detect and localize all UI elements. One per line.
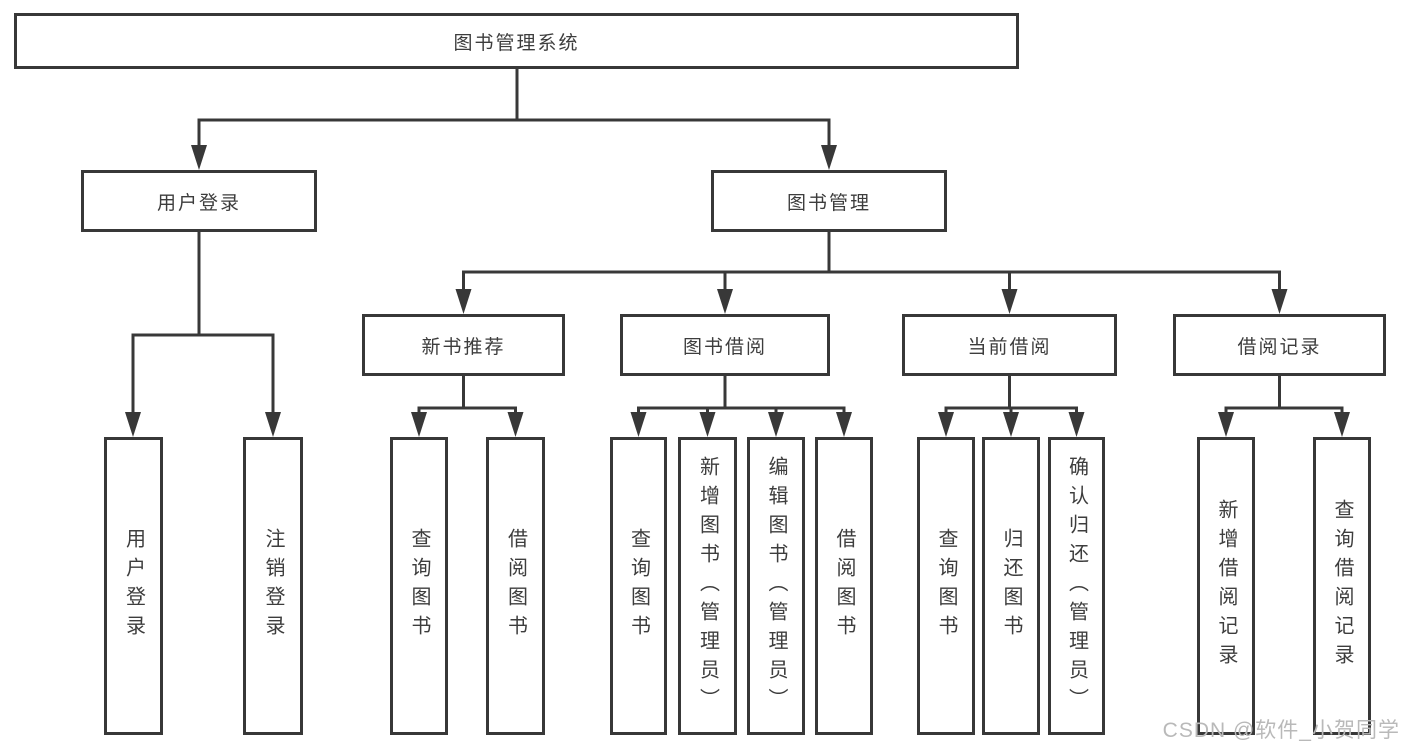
leaf-logout-label: 注销登录 xyxy=(262,528,284,644)
leaf-borrow-query-books-label: 查询图书 xyxy=(627,528,650,644)
leaf-borrow-borrow-books: 借阅图书 xyxy=(815,437,873,735)
node-root-label: 图书管理系统 xyxy=(453,32,580,54)
node-user-login: 用户登录 xyxy=(81,170,317,232)
node-book-management-label: 图书管理 xyxy=(786,192,871,214)
leaf-current-query-books-label: 查询图书 xyxy=(935,528,957,644)
leaf-user-login: 用户登录 xyxy=(104,437,163,735)
leaf-newbook-borrow-books-label: 借阅图书 xyxy=(504,528,527,644)
leaf-records-add-record: 新增借阅记录 xyxy=(1197,437,1255,735)
node-current-borrowing-label: 当前借阅 xyxy=(967,336,1052,358)
node-current-borrowing: 当前借阅 xyxy=(902,314,1117,376)
leaf-borrow-query-books: 查询图书 xyxy=(610,437,667,735)
node-borrowing-records: 借阅记录 xyxy=(1173,314,1386,376)
leaf-borrow-edit-books-admin-label: 编辑图书（管理员） xyxy=(765,455,787,717)
leaf-current-return-books-label: 归还图书 xyxy=(1000,528,1022,644)
leaf-records-query-record: 查询借阅记录 xyxy=(1313,437,1371,735)
leaf-newbook-borrow-books: 借阅图书 xyxy=(486,437,545,735)
leaf-newbook-query-books: 查询图书 xyxy=(390,437,448,735)
csdn-watermark: CSDN @软件_小贺同学 xyxy=(1162,719,1400,742)
leaf-records-add-record-label: 新增借阅记录 xyxy=(1215,499,1237,673)
node-user-login-label: 用户登录 xyxy=(156,192,241,214)
leaf-logout: 注销登录 xyxy=(243,437,303,735)
leaf-current-return-books: 归还图书 xyxy=(982,437,1040,735)
node-new-book-recommend-label: 新书推荐 xyxy=(421,336,506,358)
leaf-borrow-add-books-admin-label: 新增图书（管理员） xyxy=(696,455,719,717)
node-root-system: 图书管理系统 xyxy=(14,13,1019,69)
leaf-current-confirm-return-admin-label: 确认归还（管理员） xyxy=(1065,455,1088,717)
leaf-user-login-label: 用户登录 xyxy=(122,528,145,644)
node-book-borrowing: 图书借阅 xyxy=(620,314,830,376)
leaf-borrow-borrow-books-label: 借阅图书 xyxy=(833,528,855,644)
leaf-current-query-books: 查询图书 xyxy=(917,437,975,735)
leaf-borrow-add-books-admin: 新增图书（管理员） xyxy=(678,437,737,735)
node-borrowing-records-label: 借阅记录 xyxy=(1237,336,1322,358)
node-book-management: 图书管理 xyxy=(711,170,947,232)
leaf-newbook-query-books-label: 查询图书 xyxy=(408,528,430,644)
node-new-book-recommend: 新书推荐 xyxy=(362,314,565,376)
leaf-borrow-edit-books-admin: 编辑图书（管理员） xyxy=(747,437,805,735)
leaf-current-confirm-return-admin: 确认归还（管理员） xyxy=(1048,437,1105,735)
node-book-borrowing-label: 图书借阅 xyxy=(682,336,767,358)
leaf-records-query-record-label: 查询借阅记录 xyxy=(1331,499,1353,673)
